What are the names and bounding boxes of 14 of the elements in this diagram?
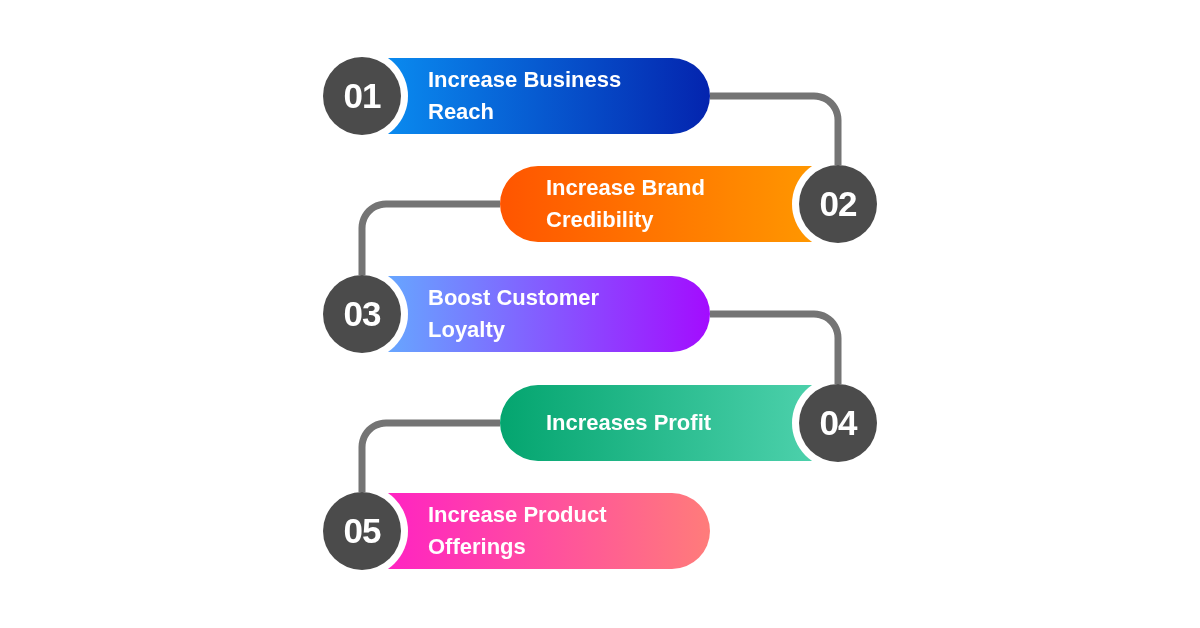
step-label: Increase Business Reach: [428, 66, 623, 126]
step-number: 04: [799, 384, 877, 462]
step-label: Boost Customer Loyalty: [428, 284, 601, 344]
step-number: 03: [323, 275, 401, 353]
step-label: Increase Brand Credibility: [546, 174, 706, 234]
step-number: 01: [323, 57, 401, 135]
step-label: Increase Product Offerings: [428, 501, 608, 561]
connector-line: [358, 200, 500, 275]
connector-line: [710, 92, 842, 165]
step-number: 02: [799, 165, 877, 243]
connector-line: [710, 310, 842, 384]
step-number: 05: [323, 492, 401, 570]
step-label: Increases Profit: [546, 409, 713, 437]
connector-line: [358, 419, 500, 492]
